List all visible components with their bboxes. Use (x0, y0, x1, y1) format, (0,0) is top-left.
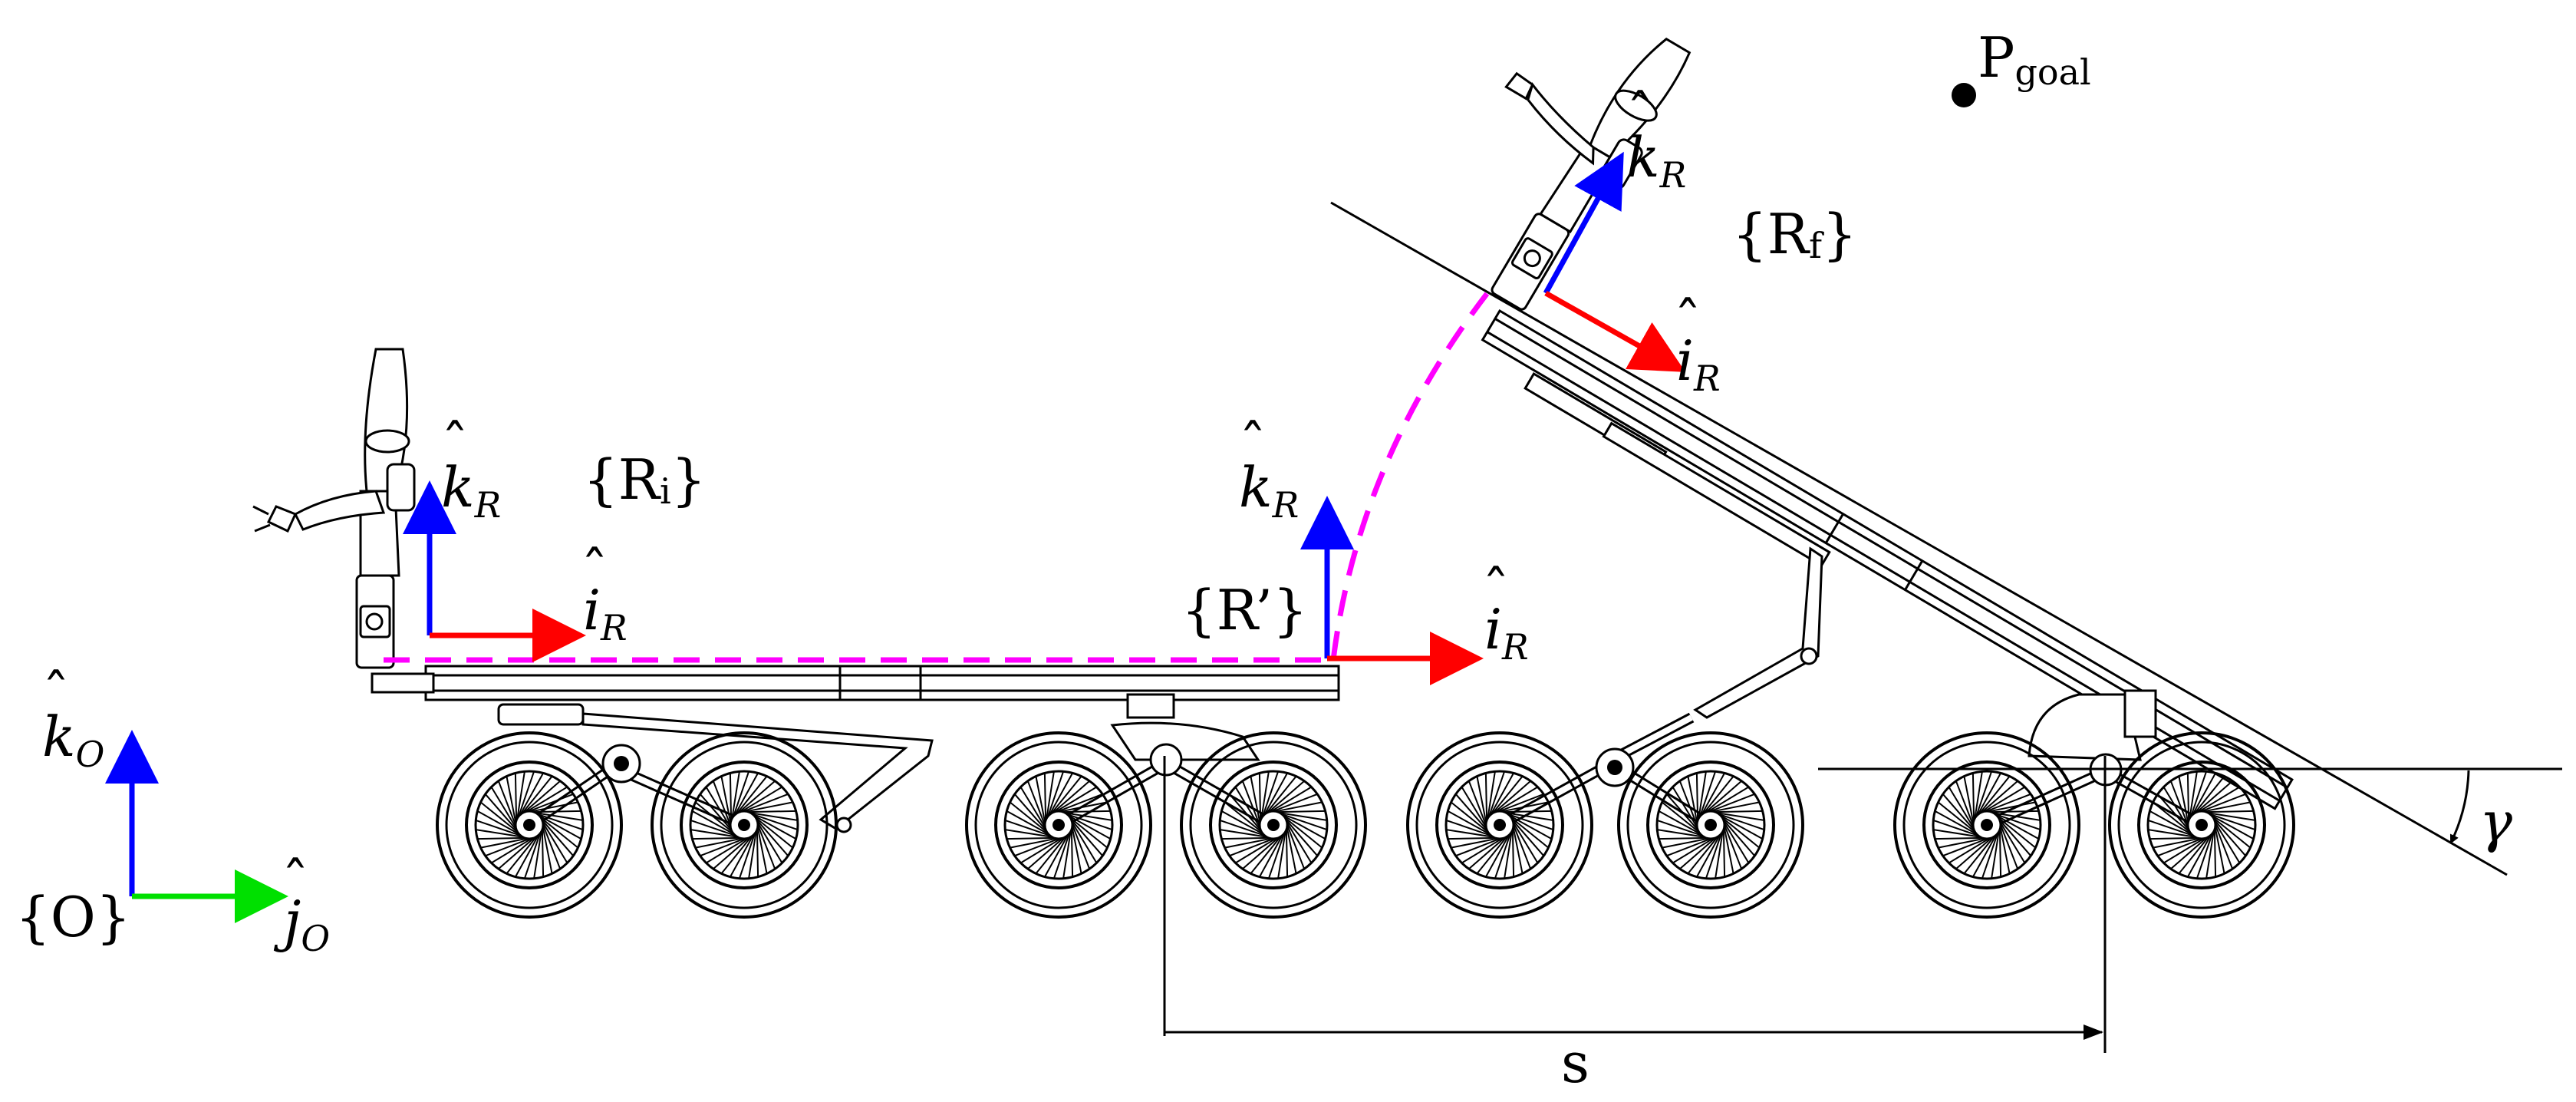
goal-label: Pgoal (1978, 25, 2091, 93)
frame-origin: kO ˆ jO ˆ {O} (15, 662, 330, 959)
svg-text:ˆ: ˆ (42, 662, 70, 727)
svg-text:ˆ: ˆ (441, 413, 469, 477)
i-axis-final (1544, 290, 1686, 372)
svg-text:ˆ: ˆ (1239, 413, 1267, 477)
frame-initial-label: {Ri} (583, 447, 707, 512)
angle-label: γ (2479, 790, 2513, 854)
svg-text:ˆ: ˆ (1674, 290, 1701, 355)
frame-final-label: {Rf} (1732, 202, 1857, 266)
wheel (436, 731, 623, 919)
frame-final: kR ˆ iR ˆ {Rf} (1543, 83, 1857, 399)
angle-arc (2449, 770, 2470, 844)
goal-point: Pgoal (1952, 25, 2091, 107)
i-label-initial: iR (583, 578, 628, 648)
svg-text:ˆ: ˆ (581, 539, 608, 604)
wheel (2108, 731, 2295, 919)
rover-initial (252, 348, 1367, 919)
k-label-intermediate: kR (1239, 455, 1299, 526)
wheel (1617, 731, 1804, 919)
frame-initial: kR ˆ iR ˆ {Ri} (403, 413, 707, 662)
frame-intermediate-label: {R’} (1181, 578, 1308, 642)
wheel (1893, 731, 2080, 919)
k-label-final: kR (1626, 125, 1686, 196)
frame-intermediate: kR ˆ iR ˆ {R’} (1181, 413, 1529, 685)
robot-arm-initial (252, 348, 416, 669)
tilt-line (1330, 201, 2508, 876)
frame-origin-label: {O} (15, 885, 131, 949)
svg-text:ˆ: ˆ (1482, 559, 1510, 623)
wheel (965, 731, 1152, 919)
i-label-final: iR (1676, 328, 1721, 399)
wheel (1406, 731, 1593, 919)
rover-deck-tilted (1481, 308, 2294, 810)
rover-final (1406, 37, 2295, 919)
svg-text:ˆ: ˆ (1626, 83, 1654, 147)
displacement-label: s (1561, 1031, 1589, 1095)
k-axis-final (1543, 151, 1624, 295)
trajectory-path (384, 288, 1492, 663)
k-label-initial: kR (441, 455, 501, 526)
rover-deck (424, 665, 1340, 701)
wheel (651, 731, 838, 919)
wheel (1180, 731, 1367, 919)
svg-text:ˆ: ˆ (282, 850, 309, 915)
k-label-origin: kO (42, 704, 104, 775)
goal-dot (1952, 83, 1976, 107)
i-label-intermediate: iR (1484, 597, 1529, 668)
